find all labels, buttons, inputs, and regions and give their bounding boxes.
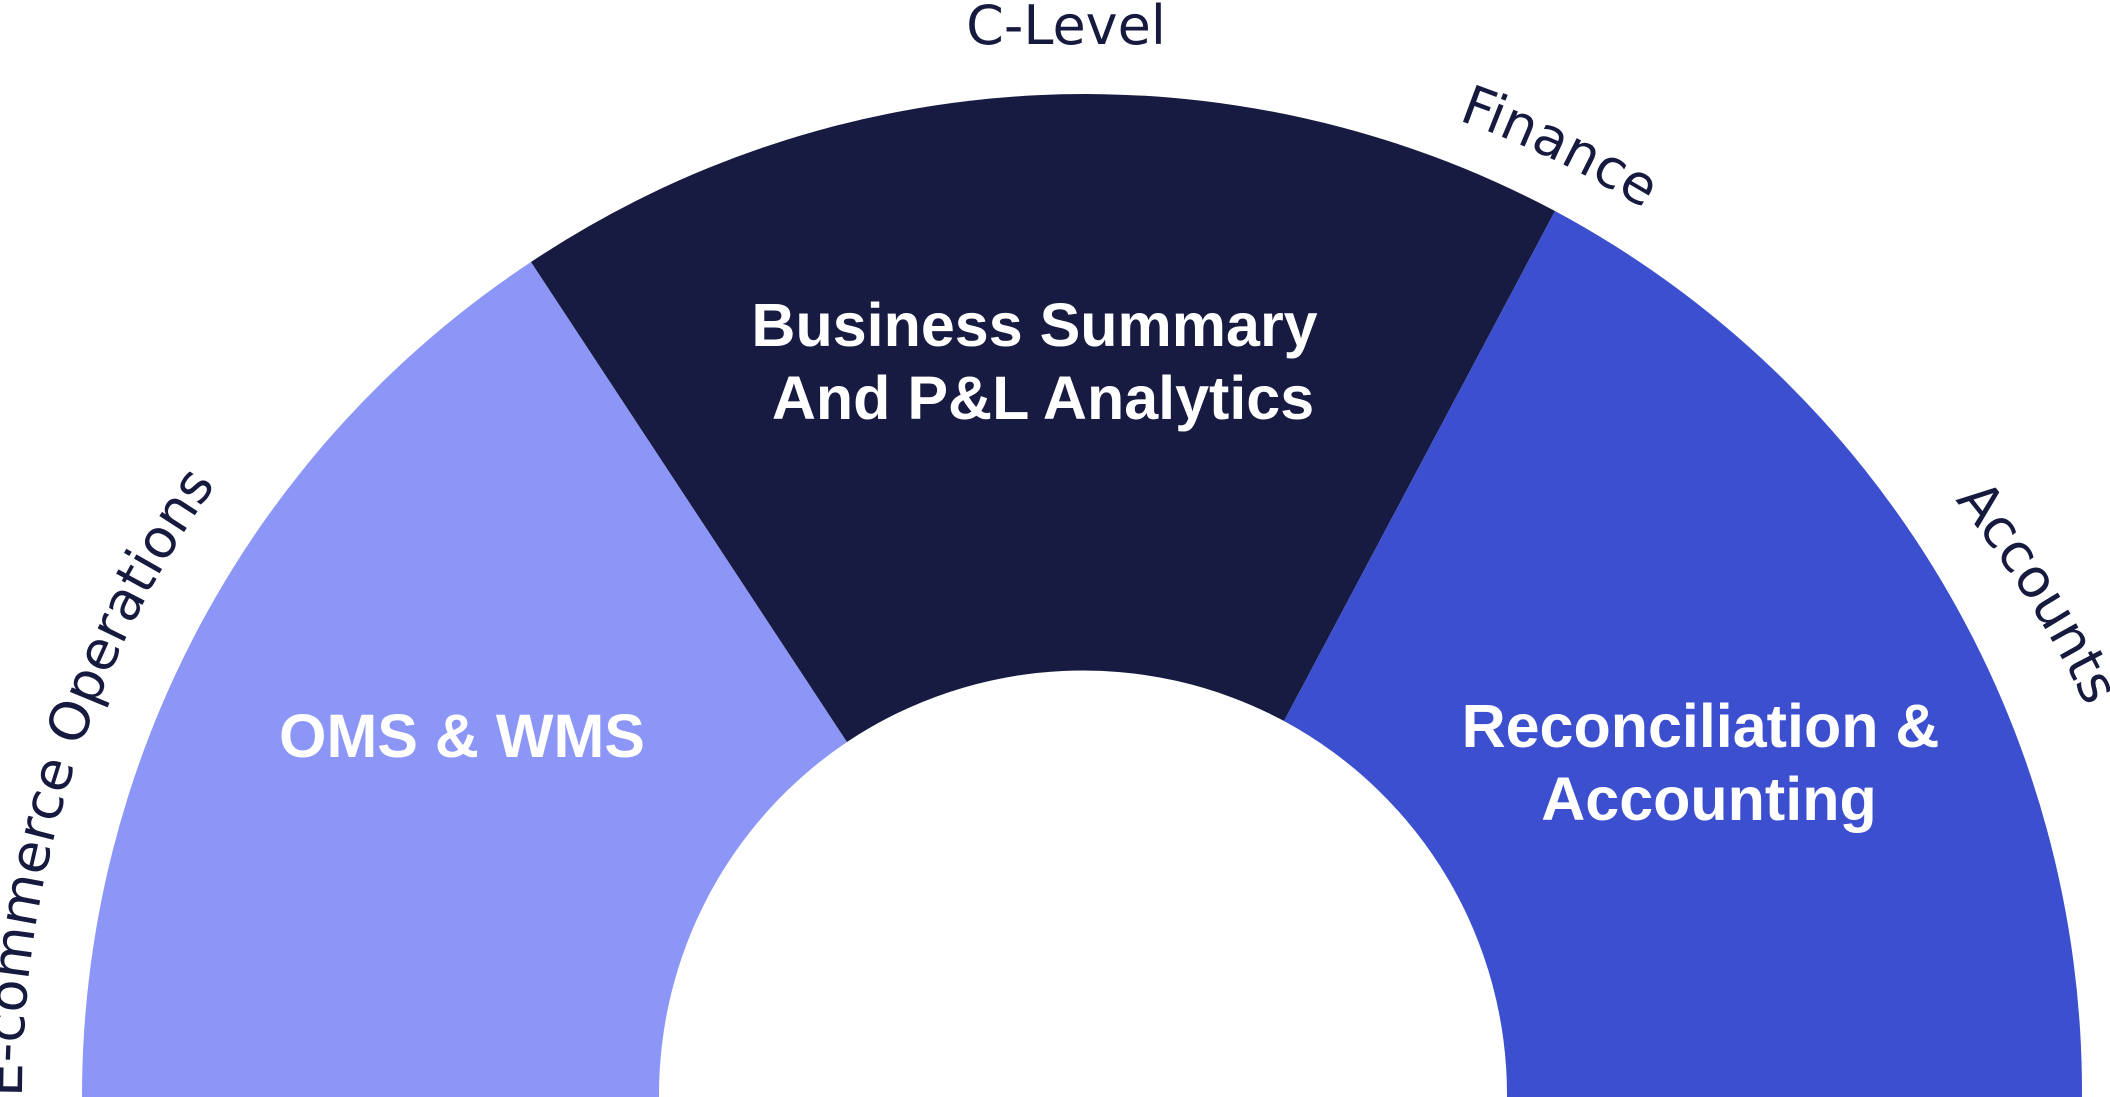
segment-label-reconciliation: Reconciliation & Accounting bbox=[1462, 692, 1957, 833]
segment-label-oms-wms: OMS & WMS bbox=[279, 702, 645, 770]
segment-reconciliation bbox=[1284, 211, 2083, 1097]
segment-label-business-summary: Business Summary And P&L Analytics bbox=[751, 291, 1334, 432]
segment-oms-wms bbox=[81, 262, 847, 1097]
outer-label-c-level: C-Level bbox=[966, 0, 1166, 57]
segment-business-summary bbox=[531, 94, 1555, 742]
